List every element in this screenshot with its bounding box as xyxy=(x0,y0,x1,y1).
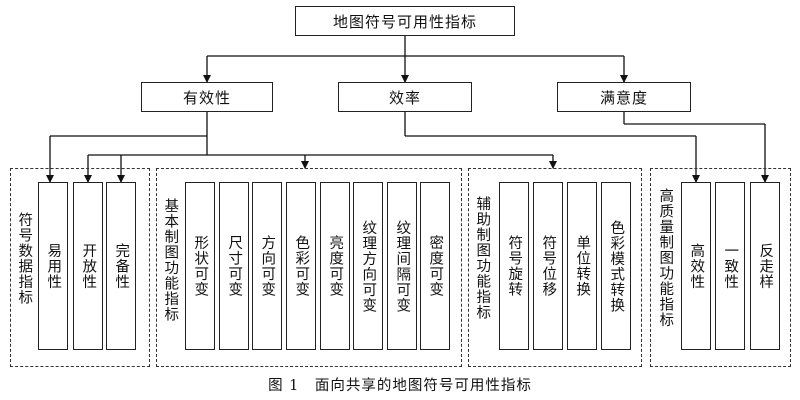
root-node: 地图符号可用性指标 xyxy=(295,6,515,36)
efficiency-label: 效率 xyxy=(388,88,421,107)
figure-caption: 图 1 面向共享的地图符号可用性指标 xyxy=(268,378,532,394)
efficiency-node: 效率 xyxy=(338,82,472,112)
root-label: 地图符号可用性指标 xyxy=(332,12,477,31)
leaf-shape-variable: 形状可变 xyxy=(185,182,215,350)
leaf-size-variable: 尺寸可变 xyxy=(219,182,249,350)
effectiveness-node: 有效性 xyxy=(141,82,273,112)
group-label-auxiliary-mapping: 辅助制图功能指标 xyxy=(474,196,491,320)
group-label-basic-mapping: 基本制图功能指标 xyxy=(162,198,179,322)
leaf-consistency: 一致性 xyxy=(715,182,745,350)
group-label-high-quality-mapping: 高质量制图功能指标 xyxy=(657,188,674,328)
leaf-completeness: 完备性 xyxy=(106,182,136,350)
satisfaction-node: 满意度 xyxy=(557,82,691,112)
group-high-quality-mapping xyxy=(650,168,791,367)
group-auxiliary-mapping xyxy=(468,168,642,367)
satisfaction-label: 满意度 xyxy=(599,88,648,107)
group-label-symbol-data: 符号数据指标 xyxy=(16,212,33,305)
group-basic-mapping xyxy=(156,168,462,367)
leaf-texture-direction-variable: 纹理方向可变 xyxy=(353,182,383,350)
leaf-color-variable: 色彩可变 xyxy=(286,182,316,350)
leaf-texture-spacing-variable: 纹理间隔可变 xyxy=(387,182,417,350)
effectiveness-label: 有效性 xyxy=(182,88,231,107)
leaf-symbol-rotation: 符号旋转 xyxy=(499,182,529,350)
leaf-density-variable: 密度可变 xyxy=(420,182,450,350)
leaf-ease-of-use: 易用性 xyxy=(38,182,68,350)
leaf-symbol-displacement: 符号位移 xyxy=(533,182,563,350)
leaf-color-mode-conversion: 色彩模式转换 xyxy=(601,182,631,350)
leaf-brightness-variable: 亮度可变 xyxy=(320,182,350,350)
leaf-efficiency: 高效性 xyxy=(681,182,711,350)
leaf-anti-aliasing: 反走样 xyxy=(750,182,780,350)
leaf-unit-conversion: 单位转换 xyxy=(567,182,597,350)
group-symbol-data xyxy=(10,168,150,367)
leaf-openness: 开放性 xyxy=(73,182,103,350)
leaf-direction-variable: 方向可变 xyxy=(252,182,282,350)
